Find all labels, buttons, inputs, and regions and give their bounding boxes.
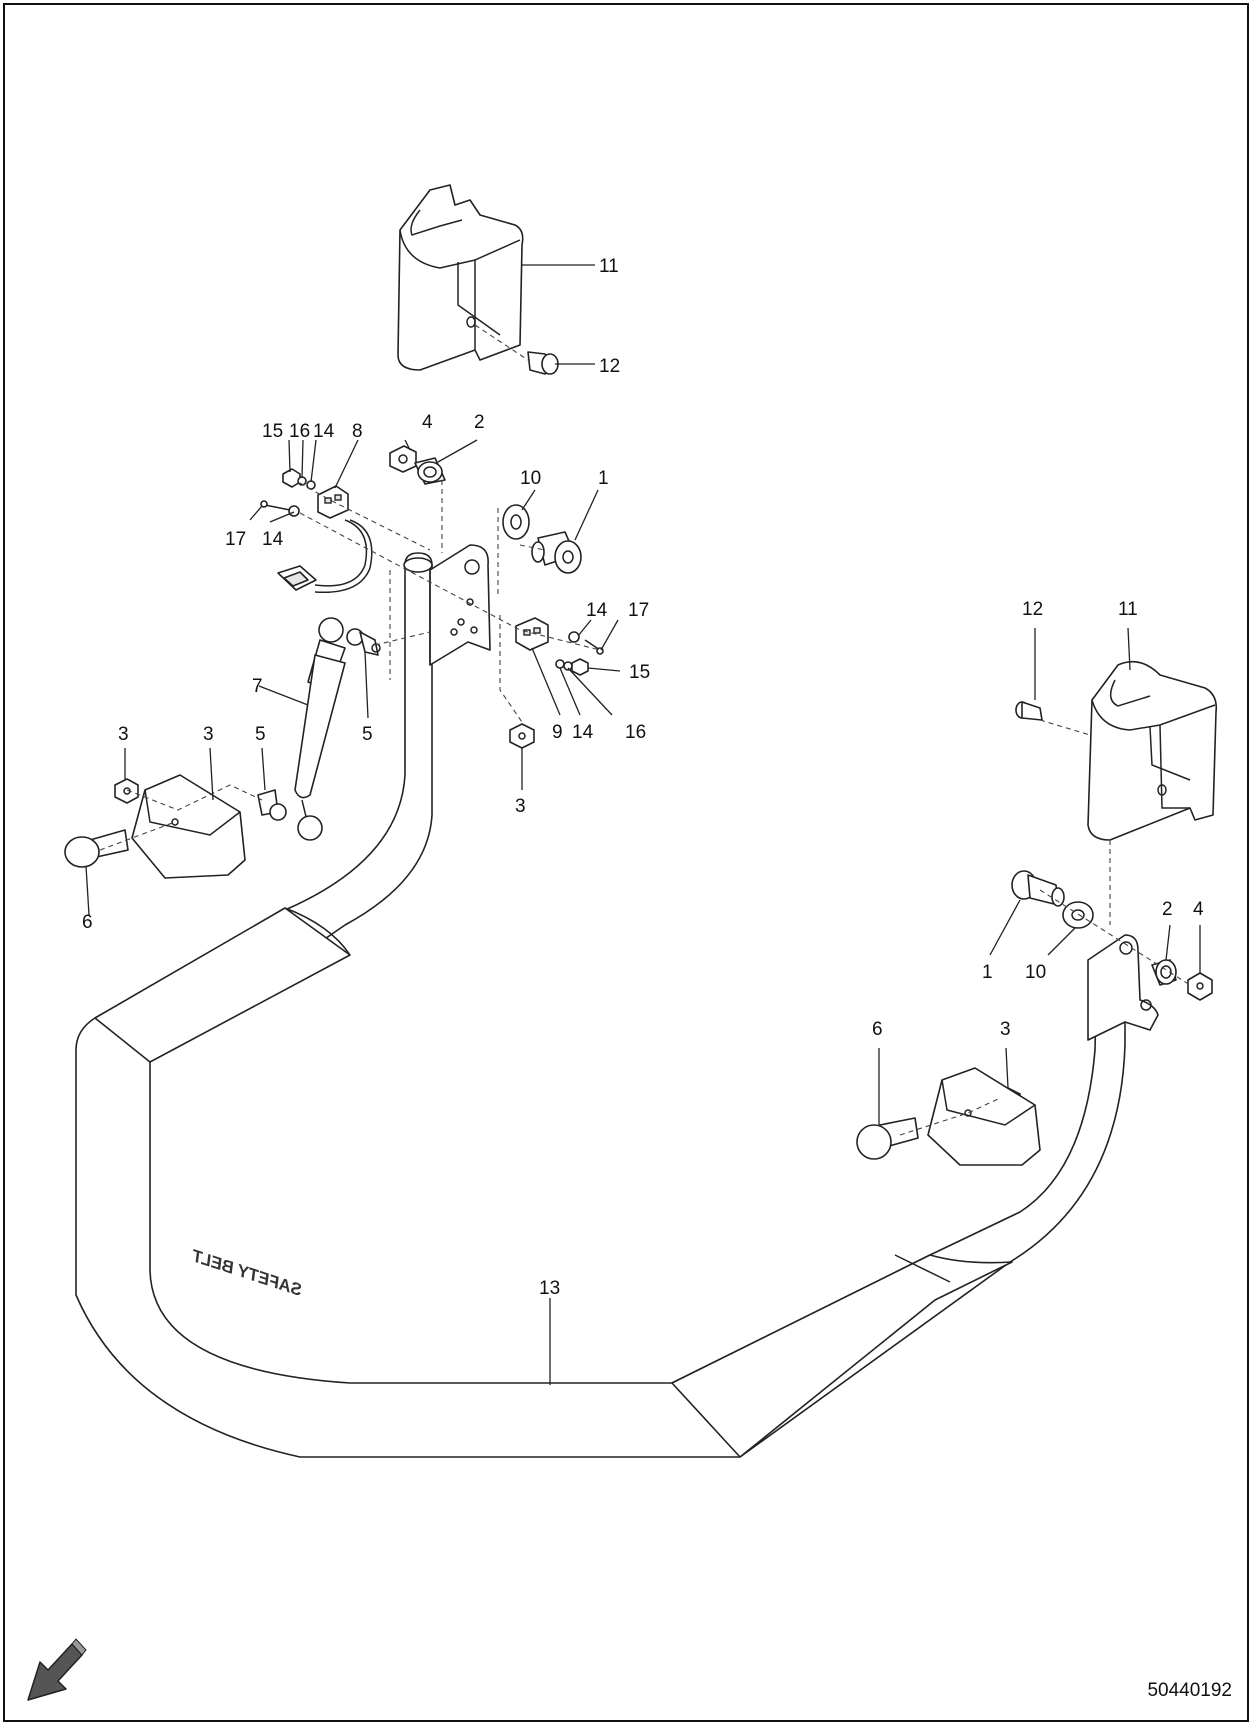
callout-11-right: 11 xyxy=(1118,599,1138,620)
drawing-number: 50440192 xyxy=(1147,1680,1232,1701)
screw-part-12-right xyxy=(1015,701,1043,721)
callout-5-top: 5 xyxy=(362,724,373,745)
knob-part-6-left xyxy=(64,829,129,868)
bolt-part-1-top xyxy=(531,531,582,574)
callout-7: 7 xyxy=(252,676,263,697)
callout-14-mid: 14 xyxy=(586,600,608,621)
tube-lettering: SAFETY BELT xyxy=(188,1246,304,1300)
nut-part-4-top xyxy=(389,445,417,473)
callout-3-right: 3 xyxy=(1000,1019,1011,1040)
callout-14-top-b: 14 xyxy=(262,529,284,550)
ball-stud-part-5-bottom xyxy=(257,789,287,821)
assembly-dashed-lines xyxy=(99,324,1191,1136)
screw-part-12-top xyxy=(527,351,559,375)
knob-part-6-right xyxy=(856,1117,919,1160)
drawing-border xyxy=(3,3,1249,1722)
hardware-cluster-top-left xyxy=(260,468,316,517)
callout-6-left: 6 xyxy=(82,912,93,933)
left-hinge-bracket xyxy=(429,544,491,666)
callout-labels: 11 12 4 2 10 1 15 16 14 8 17 14 14 17 15… xyxy=(82,256,1204,1299)
callout-17-right: 17 xyxy=(628,600,649,621)
callout-17-left: 17 xyxy=(225,529,246,550)
callout-10-right: 10 xyxy=(1025,962,1046,983)
arrow-down-left-icon xyxy=(27,1638,87,1701)
callout-11-top: 11 xyxy=(599,256,619,277)
sensor-bracket-part-9 xyxy=(515,617,549,651)
callout-15-right: 15 xyxy=(629,662,650,683)
callout-10-top: 10 xyxy=(520,468,541,489)
bushing-part-2-top xyxy=(414,457,446,485)
washer-part-10-top xyxy=(502,504,530,540)
callout-2-top: 2 xyxy=(474,412,485,433)
callout-12-right: 12 xyxy=(1022,599,1043,620)
mount-bracket-right xyxy=(927,1067,1041,1166)
callout-8: 8 xyxy=(352,421,363,442)
leader-lines xyxy=(85,264,1201,1385)
callout-12-top: 12 xyxy=(599,356,620,377)
callout-16-top: 16 xyxy=(289,421,310,442)
callout-9: 9 xyxy=(552,722,563,743)
washer-part-10-right xyxy=(1062,901,1094,929)
callout-13: 13 xyxy=(539,1278,560,1299)
callout-4-top: 4 xyxy=(422,412,433,433)
mount-bracket-left xyxy=(131,774,246,879)
callout-3-left-a: 3 xyxy=(118,724,129,745)
nut-part-3-c xyxy=(509,723,535,749)
sensor-part-8 xyxy=(277,485,373,594)
callout-14-top-a: 14 xyxy=(313,421,335,442)
callout-1-right: 1 xyxy=(982,962,993,983)
bolt-part-1-right xyxy=(1011,870,1065,907)
callout-2-right: 2 xyxy=(1162,899,1173,920)
gas-spring-part-7 xyxy=(294,617,346,841)
nut-part-3-a xyxy=(114,778,139,804)
callout-15-top: 15 xyxy=(262,421,283,442)
callout-6-right: 6 xyxy=(872,1019,883,1040)
callout-4-right: 4 xyxy=(1193,899,1204,920)
safety-bar-tube: SAFETY BELT xyxy=(75,552,1126,1458)
callout-1-top: 1 xyxy=(598,468,609,489)
ball-stud-part-5-top xyxy=(346,628,381,656)
cover-part-11-top xyxy=(397,184,524,371)
callout-14-right: 14 xyxy=(572,722,594,743)
callout-5-left: 5 xyxy=(255,724,266,745)
nut-part-4-right xyxy=(1187,972,1213,1001)
callout-3-left-b: 3 xyxy=(203,724,214,745)
callout-3-mid: 3 xyxy=(515,796,526,817)
cover-part-11-right xyxy=(1087,660,1218,841)
callout-16-right: 16 xyxy=(625,722,646,743)
